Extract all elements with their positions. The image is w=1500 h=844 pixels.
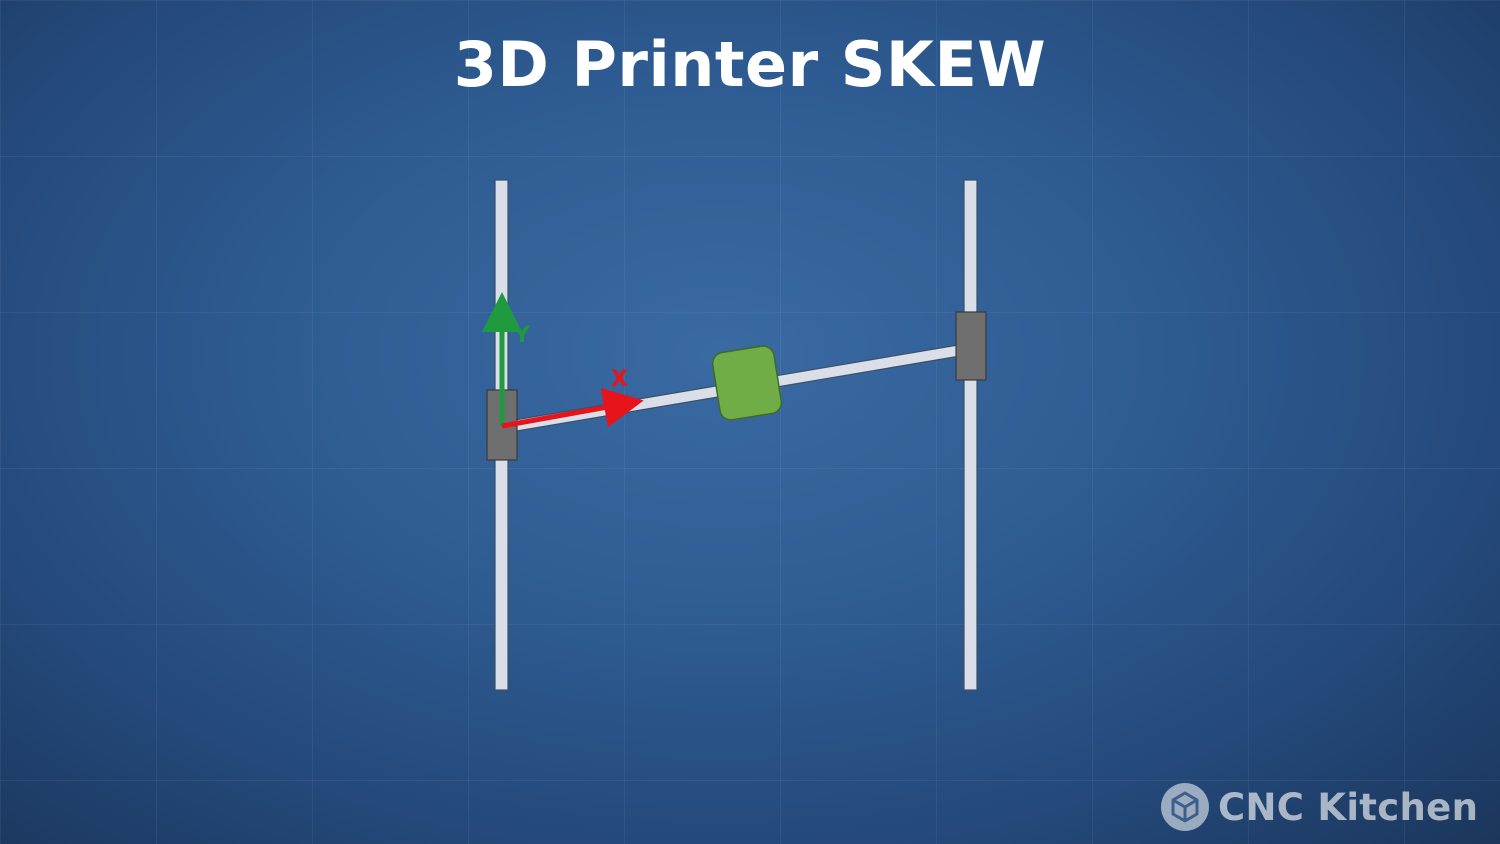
cnc-kitchen-cube-icon [1161,783,1209,831]
brand-logo: CNC Kitchen [1160,778,1478,836]
right-y-rail [963,179,978,691]
right-carriage-block [955,311,987,381]
brand-name: CNC Kitchen [1218,785,1479,829]
toolhead-block [711,345,783,421]
page-title: 3D Printer SKEW [453,28,1047,101]
x-axis-label: X [611,367,628,392]
y-axis-label: Y [513,323,531,348]
x-axis-arrow [501,387,644,429]
